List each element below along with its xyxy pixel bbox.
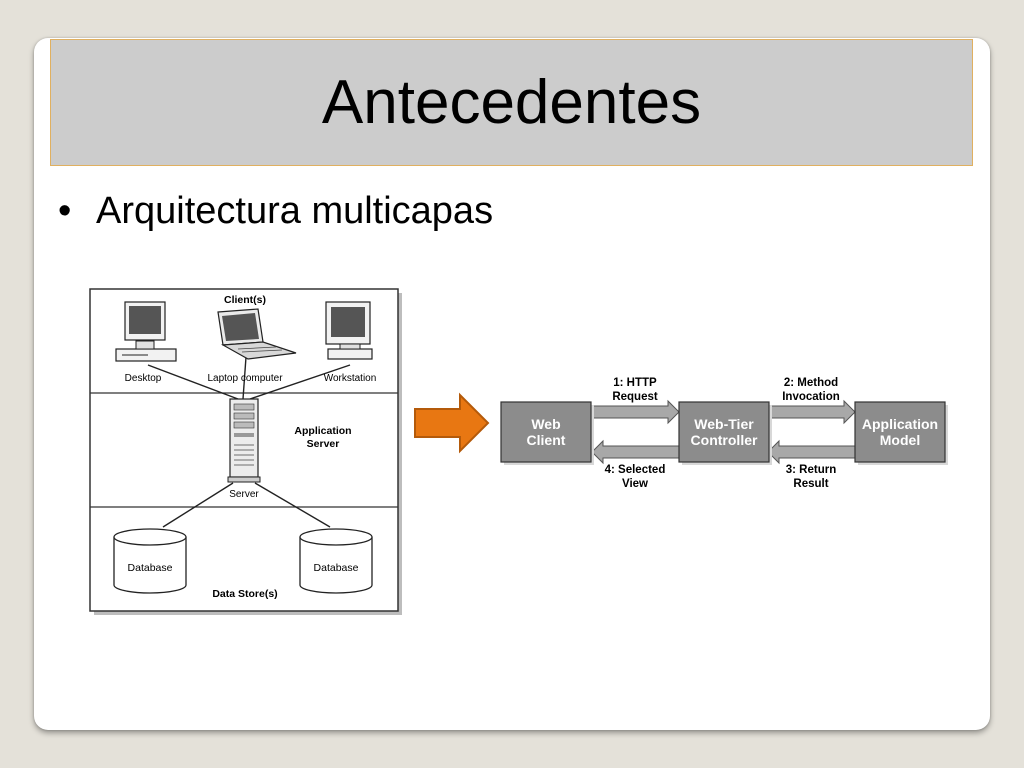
connector-line xyxy=(147,364,239,400)
multitier-diagram: Client(s) Desktop Laptop computer Workst… xyxy=(89,288,402,615)
database-label-2: Database xyxy=(314,562,359,574)
title-bar: Antecedentes xyxy=(50,39,973,166)
bullet-icon: • xyxy=(58,190,72,232)
bullet-item: • Arquitectura multicapas xyxy=(58,190,493,233)
workstation-computer-icon xyxy=(325,301,373,360)
web-client-line1: Web xyxy=(531,416,560,432)
server-tower-icon xyxy=(227,398,261,483)
model-line1: Application xyxy=(862,416,938,432)
web-client-box: Web Client xyxy=(500,401,594,465)
database-label-1: Database xyxy=(128,562,173,574)
connector-line xyxy=(162,482,234,528)
app-server-label-line1: Application xyxy=(294,425,351,437)
arrow-right-icon xyxy=(767,399,856,425)
laptop-label: Laptop computer xyxy=(207,373,283,384)
web-tier-controller-box: Web-Tier Controller xyxy=(678,401,772,465)
database-icon xyxy=(113,528,187,594)
arrow-label-1-line1: 1: HTTP xyxy=(613,377,657,389)
datastore-label: Data Store(s) xyxy=(212,588,277,600)
arrow-left-icon xyxy=(767,439,856,465)
arrow-label-3-line1: 3: Return xyxy=(786,464,836,476)
arrow-right-icon xyxy=(591,399,680,425)
arrow-label-3-line2: Result xyxy=(793,478,828,490)
laptop-computer-icon xyxy=(217,308,297,360)
connector-line xyxy=(242,356,247,400)
model-line2: Model xyxy=(880,432,920,448)
arrow-label-2-line2: Invocation xyxy=(782,391,840,403)
web-client-line2: Client xyxy=(527,432,566,448)
arrow-label-2-line1: 2: Method xyxy=(784,377,838,389)
workstation-label: Workstation xyxy=(324,373,377,384)
controller-line1: Web-Tier xyxy=(694,416,754,432)
app-server-label-line2: Server xyxy=(307,438,340,450)
server-label: Server xyxy=(229,489,259,500)
slide-title: Antecedentes xyxy=(321,68,702,137)
bullet-text: Arquitectura multicapas xyxy=(96,190,494,232)
connector-line xyxy=(254,482,331,528)
clients-label: Client(s) xyxy=(224,294,266,306)
arrow-left-icon xyxy=(591,439,680,465)
orange-arrow-icon xyxy=(414,392,490,454)
database-icon xyxy=(299,528,373,594)
desktop-label: Desktop xyxy=(125,373,162,384)
application-model-box: Application Model xyxy=(854,401,948,465)
controller-line2: Controller xyxy=(691,432,758,448)
arrow-label-4-line2: View xyxy=(622,478,648,490)
request-flow-diagram: 1: HTTP Request 2: Method Invocation Web… xyxy=(500,377,948,490)
arrow-label-1-line2: Request xyxy=(612,391,658,403)
desktop-computer-icon xyxy=(115,301,177,362)
arrow-label-4-line1: 4: Selected xyxy=(605,464,666,476)
connector-line xyxy=(249,364,351,400)
